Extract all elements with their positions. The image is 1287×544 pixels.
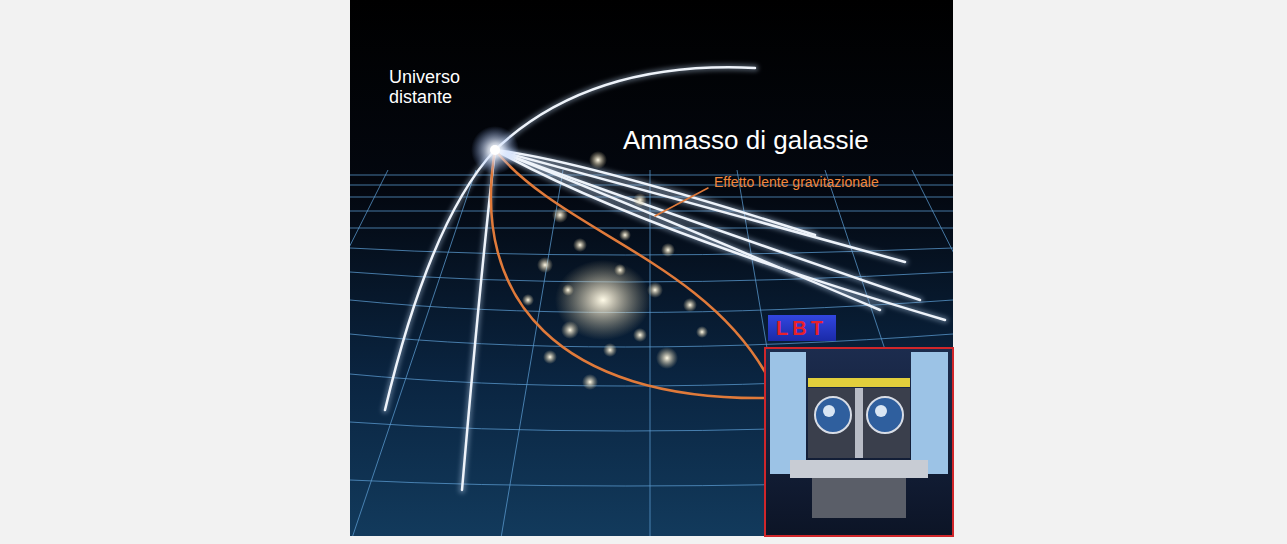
light-rays [385, 67, 945, 490]
mirror [867, 397, 903, 433]
telescope-pier [812, 478, 906, 518]
galaxy [619, 229, 631, 241]
light-ray [495, 150, 905, 262]
distant-source-core [490, 145, 500, 155]
enclosure-panel [911, 352, 948, 474]
ray-glow [385, 67, 945, 490]
galaxy [537, 257, 553, 273]
galaxy [589, 151, 607, 169]
annotation-label: Universo distante [389, 68, 484, 108]
leader-line [655, 188, 708, 216]
galaxy [614, 264, 626, 276]
galaxy [561, 321, 579, 339]
annotation-label: Ammasso di galassie [623, 126, 869, 155]
light-ray [495, 150, 920, 300]
grid-line [350, 228, 953, 229]
grid-line [350, 197, 953, 198]
light-ray [385, 150, 495, 410]
space-background [350, 0, 953, 536]
light-ray [495, 150, 880, 310]
galaxy-cluster [522, 151, 708, 390]
telescope-base [790, 460, 928, 478]
telescope-beam [808, 378, 910, 387]
ray-core [385, 67, 945, 490]
galaxy [633, 193, 647, 207]
annotation-label: Effetto lente gravitazionale [714, 175, 879, 190]
light-ray [495, 150, 880, 310]
mirror-highlight [875, 405, 887, 417]
telescope-frame [808, 388, 910, 458]
mirror [815, 397, 851, 433]
light-ray [495, 150, 905, 262]
galaxy [582, 374, 598, 390]
galaxy [522, 294, 534, 306]
galaxy [552, 207, 568, 223]
galaxy [562, 284, 574, 296]
galaxy [696, 326, 708, 338]
galaxy [573, 238, 587, 252]
telescope-photo [765, 348, 953, 536]
grid-line [650, 170, 651, 536]
galaxy [603, 343, 617, 357]
galaxy [633, 328, 647, 342]
photo-border [765, 348, 953, 536]
galaxy [647, 282, 663, 298]
distant-source [471, 126, 519, 174]
enclosure-panel [770, 352, 806, 474]
badge-text: LBT [776, 317, 828, 339]
mirror-highlight [823, 405, 835, 417]
cluster-core [555, 260, 651, 340]
galaxy [683, 298, 697, 312]
galaxy [661, 243, 675, 257]
grid-line [500, 170, 563, 536]
light-ray [495, 150, 920, 300]
galaxy [656, 347, 678, 369]
galaxy [543, 350, 557, 364]
grid-line [350, 334, 953, 347]
telescope-beam [855, 388, 863, 458]
photo-background [765, 348, 953, 536]
label-badge: LBT [768, 315, 836, 341]
